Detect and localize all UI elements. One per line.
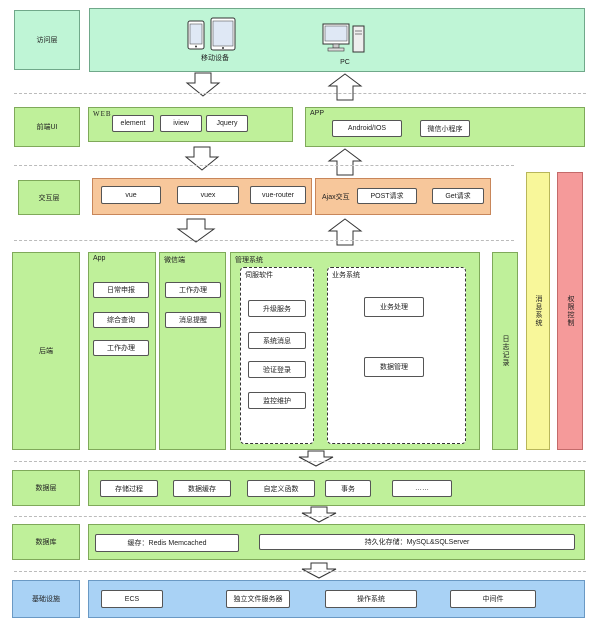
backend-app-item: 综合查询	[93, 312, 149, 328]
backend-app-title: App	[93, 255, 106, 262]
service-software-box: 伺服软件	[240, 267, 314, 444]
service-item: 系统消息	[248, 332, 306, 349]
log-record-column: 日志记录	[492, 252, 518, 450]
arrow-down-icon	[184, 146, 220, 171]
web-panel-title: WEB	[93, 110, 112, 118]
permission-control-label: 权限控制	[567, 295, 574, 327]
web-item-element: element	[112, 115, 154, 132]
database-persist-box: 持久化存储：MySQL&SQLServer	[259, 534, 575, 550]
business-system-box: 业务系统	[327, 267, 466, 444]
arrow-up-icon	[327, 148, 363, 176]
data-layer-item: 自定义函数	[247, 480, 315, 497]
infrastructure-item: 操作系统	[325, 590, 417, 608]
layer-label-data: 数据层	[12, 470, 80, 506]
backend-wechat-item: 消息提醒	[165, 312, 221, 328]
service-item: 升级服务	[248, 300, 306, 317]
layer-separator	[14, 461, 586, 462]
layer-separator	[14, 240, 514, 241]
pc-label: PC	[340, 58, 350, 66]
web-item-jquery: Jquery	[206, 115, 248, 132]
backend-wechat-title: 微信端	[164, 257, 185, 264]
arrow-up-icon	[327, 73, 363, 101]
layer-separator	[14, 165, 514, 166]
pc-computer-icon	[322, 22, 366, 56]
arrow-down-icon	[301, 562, 337, 579]
ajax-panel-title: Ajax交互	[322, 194, 350, 201]
infrastructure-item: 中间件	[450, 590, 536, 608]
backend-app-item: 工作办理	[93, 340, 149, 356]
interaction-item-vue: vue	[101, 186, 161, 204]
business-item: 数据管理	[364, 357, 424, 377]
interaction-item-vuex: vuex	[177, 186, 239, 204]
layer-label-interaction: 交互层	[18, 180, 80, 215]
app-item-android-ios: Android/IOS	[332, 120, 402, 137]
app-panel-title: APP	[310, 110, 325, 117]
permission-control-column: 权限控制	[557, 172, 583, 450]
arrow-down-icon	[301, 506, 337, 523]
interaction-item-vue-router: vue-router	[250, 186, 306, 204]
ajax-item-get: Get请求	[432, 188, 484, 204]
backend-wechat-item: 工作办理	[165, 282, 221, 298]
arrow-up-icon	[327, 218, 363, 246]
layer-label-database: 数据库	[12, 524, 80, 560]
backend-app-item: 日常申报	[93, 282, 149, 298]
business-system-title: 业务系统	[332, 272, 360, 279]
tablet-icon	[210, 17, 236, 51]
data-layer-item: ……	[392, 480, 452, 497]
layer-label-frontend-ui: 前端UI	[14, 107, 80, 147]
layer-label-infrastructure: 基础设施	[12, 580, 80, 618]
message-system-label: 消息系统	[535, 295, 542, 327]
service-software-title: 伺服软件	[245, 272, 273, 279]
web-item-iview: iview	[160, 115, 202, 132]
database-cache-box: 缓存：Redis Memcached	[95, 534, 239, 552]
log-record-label: 日志记录	[502, 335, 509, 367]
business-item: 业务处理	[364, 297, 424, 317]
layer-label-backend: 后端	[12, 252, 80, 450]
backend-management-title: 管理系统	[235, 257, 263, 264]
data-layer-item: 事务	[325, 480, 371, 497]
infrastructure-item: 独立文件服务器	[226, 590, 290, 608]
layer-separator	[14, 93, 586, 94]
arrow-down-icon	[298, 450, 334, 467]
layer-separator	[14, 516, 586, 517]
arrow-down-icon	[185, 72, 221, 97]
layer-label-access: 访问层	[14, 10, 80, 70]
data-layer-item: 数据缓存	[173, 480, 231, 497]
mobile-phone-icon	[187, 20, 205, 50]
arrow-down-icon	[176, 218, 216, 243]
service-item: 验证登录	[248, 361, 306, 378]
mobile-device-label: 移动设备	[201, 55, 229, 62]
app-item-wechat-miniprogram: 微信小程序	[420, 120, 470, 137]
message-system-column: 消息系统	[526, 172, 550, 450]
data-layer-item: 存储过程	[100, 480, 158, 497]
ajax-item-post: POST请求	[357, 188, 417, 204]
layer-separator	[14, 571, 586, 572]
infrastructure-item: ECS	[101, 590, 163, 608]
service-item: 监控维护	[248, 392, 306, 409]
data-layer-panel	[88, 470, 585, 506]
